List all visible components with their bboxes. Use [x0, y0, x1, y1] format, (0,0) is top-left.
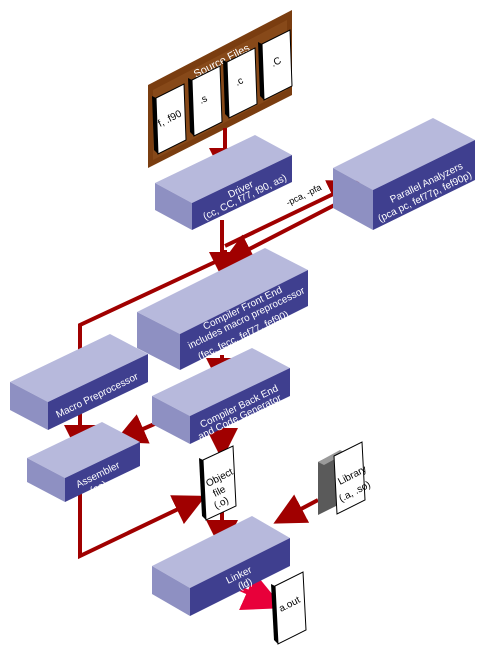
arrow-library-to-linker: [273, 494, 319, 524]
arrow-driver-to-frontend: [209, 220, 241, 284]
linker-box: Linker (ld): [152, 516, 290, 616]
svg-text:.c: .c: [233, 75, 245, 88]
source-doc-c: .c: [223, 47, 258, 119]
svg-text:.C: .C: [269, 55, 283, 69]
parallel-analyzers-box: Parallel Analyzers (pca pc, fef77p, fef9…: [333, 118, 475, 230]
source-doc-cpp: .C: [258, 29, 293, 101]
aout-doc: a.out: [271, 571, 307, 645]
source-doc-s: .s: [188, 65, 223, 137]
arrow-parallel-to-frontend: [221, 194, 353, 264]
source-files-group: Source Files f, .f90 .s .c .C: [148, 10, 293, 168]
object-file-doc: Object file (.o): [199, 445, 237, 521]
assembler-box: Assembler (as): [27, 422, 140, 502]
source-doc-f: f, .f90: [152, 83, 187, 155]
compiler-frontend-box: Compiler Front End includes macro prepro…: [137, 248, 308, 370]
driver-box: Driver (cc, CC, f77, f90, as): [155, 135, 292, 230]
svg-text:.s: .s: [197, 93, 209, 106]
pca-pfa-label: -pca, -pfa: [284, 182, 323, 208]
library-doc: Library (.a, .so): [318, 441, 373, 515]
arrow-assembler-to-object: [78, 478, 206, 560]
object-sublabel-1: file: [211, 484, 228, 500]
